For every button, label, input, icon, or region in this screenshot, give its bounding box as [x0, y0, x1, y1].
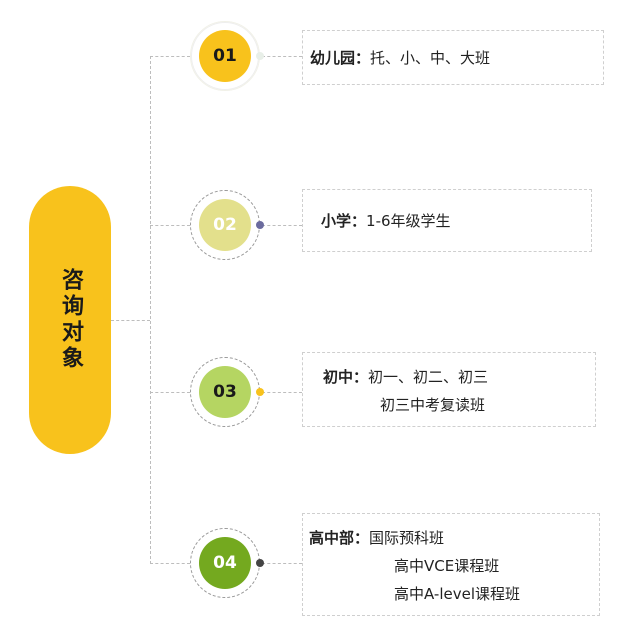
card-04: 高中部：国际预科班 高中VCE课程班 高中A-level课程班 [302, 513, 600, 616]
node-dot-03 [256, 388, 264, 396]
connector-branch-02 [150, 225, 190, 226]
connector-card-01 [262, 56, 302, 57]
node-dot-02 [256, 221, 264, 229]
card-04-line-0: 高中部：国际预科班 [309, 524, 599, 552]
card-03-separator: ： [353, 368, 369, 386]
card-03-line-0: 初中：初一、初二、初三 [323, 363, 595, 391]
card-03-line-1: 初三中考复读班 [323, 391, 595, 419]
card-03-title: 初中 [323, 368, 354, 386]
center-label: 咨询对象 [58, 268, 83, 372]
card-01-text-0: 托、小、中、大班 [370, 49, 491, 67]
card-02-text-0: 1-6年级学生 [366, 212, 451, 230]
card-02: 小学：1-6年级学生 [302, 189, 592, 252]
card-03: 初中：初一、初二、初三 初三中考复读班 [302, 352, 596, 427]
node-dot-01 [256, 52, 264, 60]
center-node: 咨询对象 [29, 186, 111, 454]
node-dot-04 [256, 559, 264, 567]
card-04-text-1: 高中VCE课程班 [394, 557, 500, 575]
connector-branch-04 [150, 563, 190, 564]
node-number-03: 03 [213, 382, 237, 402]
connector-card-03 [262, 392, 302, 393]
node-01: 01 [199, 30, 251, 82]
card-04-text-0: 国际预科班 [369, 529, 445, 547]
node-number-01: 01 [213, 46, 237, 66]
card-04-line-2: 高中A-level课程班 [309, 580, 599, 608]
card-03-text-1: 初三中考复读班 [380, 396, 486, 414]
card-03-text-0: 初一、初二、初三 [368, 368, 489, 386]
card-01-line-0: 幼儿园：托、小、中、大班 [310, 44, 603, 72]
node-03: 03 [199, 366, 251, 418]
card-02-title: 小学 [321, 212, 352, 230]
node-02: 02 [199, 199, 251, 251]
node-04: 04 [199, 537, 251, 589]
card-01: 幼儿园：托、小、中、大班 [302, 30, 604, 85]
card-04-line-1: 高中VCE课程班 [309, 552, 599, 580]
card-04-separator: ： [354, 529, 370, 547]
connector-branch-03 [150, 392, 190, 393]
connector-branch-01 [150, 56, 190, 57]
card-02-line-0: 小学：1-6年级学生 [321, 207, 591, 235]
connector-card-04 [262, 563, 302, 564]
card-01-separator: ： [355, 49, 371, 67]
card-04-text-2: 高中A-level课程班 [394, 585, 521, 603]
node-number-04: 04 [213, 553, 237, 573]
card-04-title: 高中部 [309, 529, 355, 547]
card-01-title: 幼儿园 [310, 49, 356, 67]
connector-pill-trunk [111, 320, 150, 321]
connector-trunk [150, 56, 151, 564]
connector-card-02 [262, 225, 302, 226]
card-02-separator: ： [351, 212, 367, 230]
node-number-02: 02 [213, 215, 237, 235]
